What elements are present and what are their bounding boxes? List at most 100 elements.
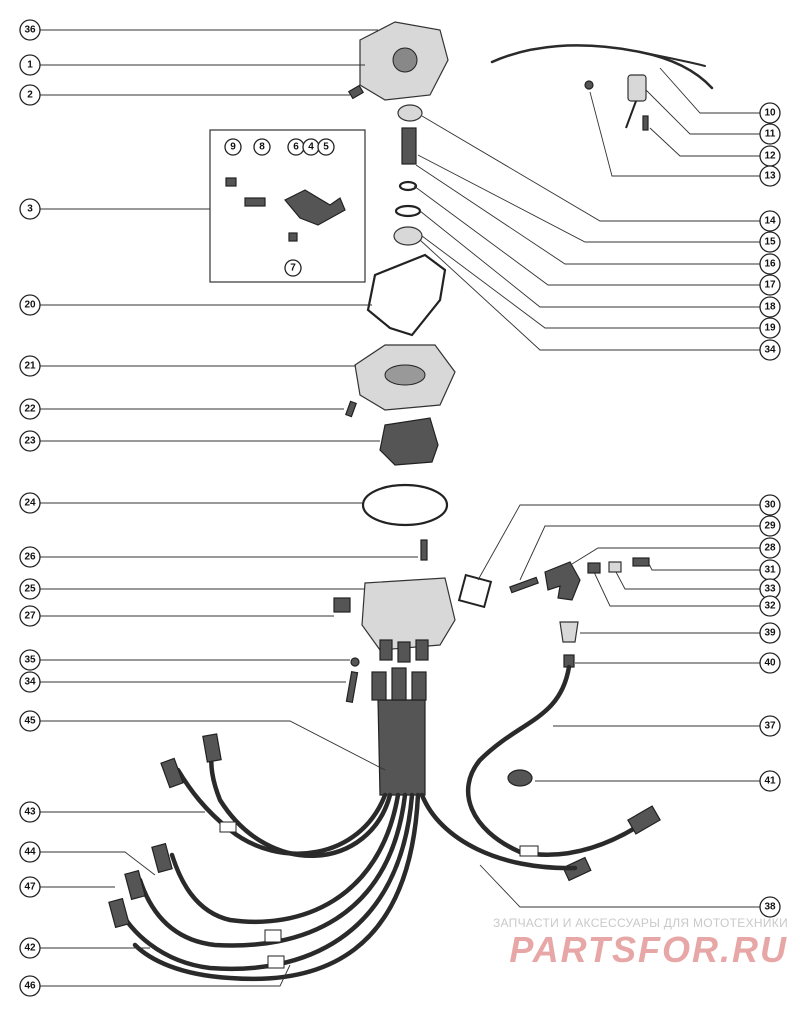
- boot-39: [559, 621, 579, 643]
- svg-text:18: 18: [764, 302, 776, 313]
- coil-elbow-28: [544, 561, 581, 601]
- gasket-20: [366, 253, 447, 337]
- screw-31: [632, 557, 650, 567]
- screw-2: [347, 84, 365, 100]
- svg-text:7: 7: [290, 263, 296, 274]
- housing-plate-hole: [384, 364, 426, 386]
- watermark-tagline: ЗАПЧАСТИ И АКСЕССУАРЫ ДЛЯ МОТОТЕХНИКИ: [492, 916, 788, 930]
- svg-text:9: 9: [230, 142, 236, 153]
- svg-text:39: 39: [764, 628, 776, 639]
- gasket-30: [457, 573, 493, 609]
- screw-8: [244, 197, 266, 207]
- callout-34-right: 34: [759, 339, 781, 361]
- svg-text:29: 29: [764, 521, 776, 532]
- callout-2: 2: [19, 84, 41, 106]
- callout-7: 7: [284, 259, 302, 277]
- callout-12: 12: [759, 145, 781, 167]
- callout-26: 26: [19, 546, 41, 568]
- wire-clip-2: [264, 929, 282, 943]
- svg-text:13: 13: [764, 171, 776, 182]
- plug-boot-44: [151, 842, 173, 874]
- inset-box-3: [209, 129, 366, 283]
- plug-wire-46: [132, 792, 421, 982]
- svg-text:40: 40: [764, 658, 776, 669]
- plug-wire-42: [117, 792, 415, 971]
- svg-text:32: 32: [764, 601, 776, 612]
- svg-text:19: 19: [764, 323, 776, 334]
- harness-boot-c: [411, 671, 427, 701]
- callout-28: 28: [759, 537, 781, 559]
- watermark-brand: PARTSFOR.RU: [509, 929, 788, 970]
- screw-12: [642, 115, 649, 131]
- plug-wire-47: [137, 792, 408, 948]
- washer-18: [394, 204, 422, 218]
- svg-text:34: 34: [764, 345, 776, 356]
- elbow-27: [333, 597, 351, 613]
- plug-wire-38: [419, 792, 578, 871]
- svg-text:10: 10: [764, 108, 776, 119]
- plug-boot-43b: [202, 733, 222, 763]
- nut-32: [587, 562, 601, 574]
- callout-3: 3: [19, 198, 41, 220]
- cap-tower-2: [397, 641, 411, 663]
- svg-text:21: 21: [24, 361, 36, 372]
- callout-31: 31: [759, 559, 781, 581]
- svg-text:22: 22: [24, 404, 36, 415]
- svg-text:30: 30: [764, 500, 776, 511]
- condenser-11: [627, 74, 647, 102]
- callout-38: 38: [759, 896, 781, 918]
- svg-text:42: 42: [24, 943, 36, 954]
- svg-text:36: 36: [24, 25, 36, 36]
- coil-lead-37: [465, 664, 572, 855]
- svg-text:24: 24: [24, 498, 36, 509]
- callout-46: 46: [19, 975, 41, 997]
- callout-19: 19: [759, 317, 781, 339]
- callout-27: 27: [19, 605, 41, 627]
- callout-5: 5: [317, 138, 335, 156]
- svg-text:16: 16: [764, 259, 776, 270]
- plug-boot-43a: [160, 757, 184, 789]
- svg-text:23: 23: [24, 436, 36, 447]
- wire-clip-4: [519, 845, 539, 857]
- callout-17: 17: [759, 274, 781, 296]
- callout-41: 41: [759, 770, 781, 792]
- nut-33: [608, 561, 622, 573]
- grommet-41: [507, 769, 533, 787]
- callout-24: 24: [19, 492, 41, 514]
- cap-tower-3: [415, 639, 429, 661]
- svg-text:6: 6: [293, 142, 299, 153]
- bearing-14: [397, 104, 423, 122]
- breaker-points: [284, 189, 346, 226]
- svg-text:12: 12: [764, 151, 776, 162]
- callout-22: 22: [19, 398, 41, 420]
- wire-clip-3: [267, 955, 285, 969]
- condenser-lead: [625, 100, 637, 129]
- callout-35: 35: [19, 649, 41, 671]
- callout-29: 29: [759, 515, 781, 537]
- callout-23: 23: [19, 430, 41, 452]
- callout-18: 18: [759, 296, 781, 318]
- screw-26: [420, 539, 428, 561]
- harness-sleeve-45: [377, 699, 426, 796]
- svg-text:15: 15: [764, 237, 776, 248]
- svg-text:28: 28: [764, 543, 776, 554]
- svg-text:27: 27: [24, 611, 36, 622]
- screw-22: [345, 400, 357, 418]
- svg-text:46: 46: [24, 981, 36, 992]
- callout-43: 43: [19, 801, 41, 823]
- screw-13: [584, 80, 594, 90]
- callouts: 36 1 2 3 20 21 22 23 24 26 25 27 35 34 4…: [19, 19, 781, 997]
- harness-boot-a: [371, 671, 387, 701]
- callout-32: 32: [759, 595, 781, 617]
- washer-35: [350, 657, 360, 667]
- callout-10: 10: [759, 102, 781, 124]
- callout-40: 40: [759, 652, 781, 674]
- svg-text:34: 34: [24, 677, 36, 688]
- cap-tower-1: [379, 639, 393, 661]
- callout-15: 15: [759, 231, 781, 253]
- svg-text:17: 17: [764, 280, 776, 291]
- wire-clip-1: [219, 821, 237, 833]
- watermark: ЗАПЧАСТИ И АКСЕССУАРЫ ДЛЯ МОТОТЕХНИКИ PA…: [493, 916, 788, 970]
- distributor-cap-25: [361, 577, 456, 651]
